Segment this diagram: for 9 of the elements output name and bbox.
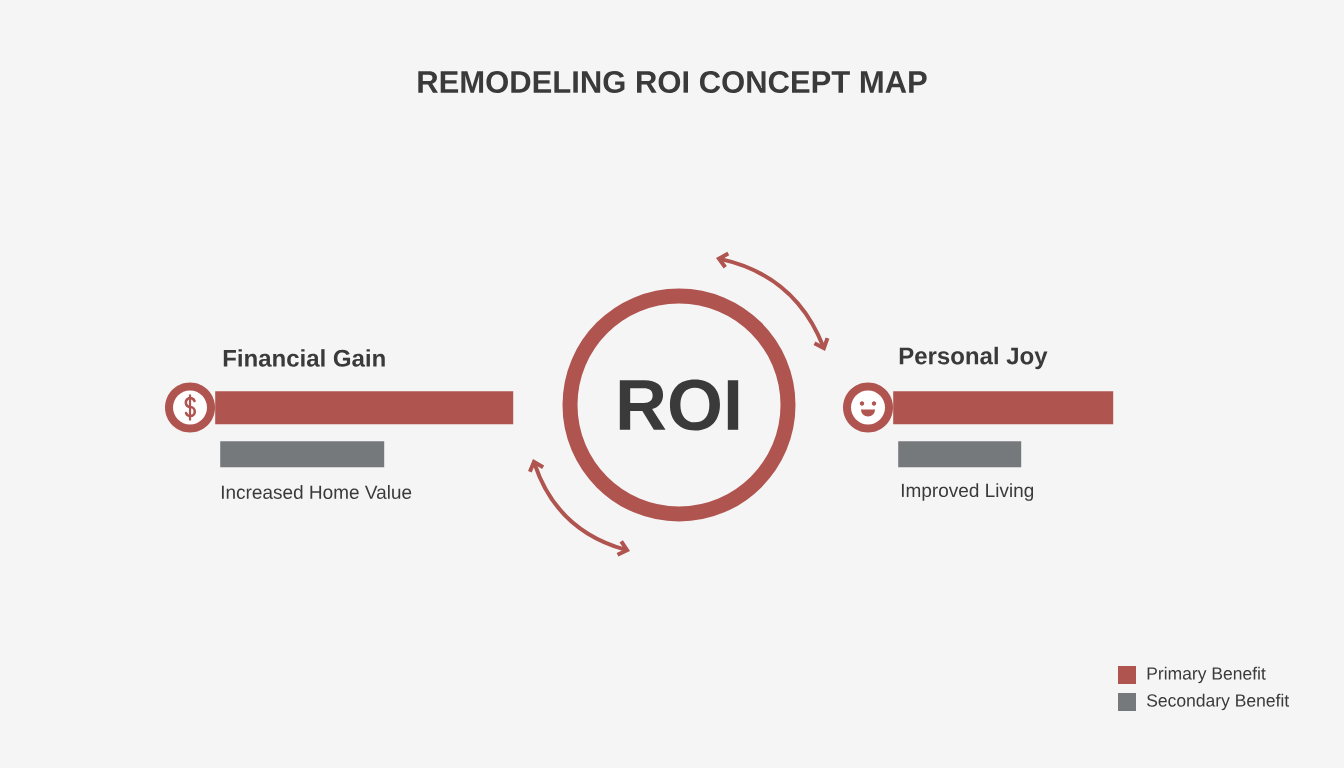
benefit-bar	[898, 441, 1022, 468]
legend-label: Secondary Benefit	[1147, 693, 1290, 711]
benefit-bar	[220, 441, 385, 468]
bar-label: Increased Home Value	[221, 485, 412, 499]
heading: Personal Joy	[899, 346, 1048, 370]
heading: Financial Gain	[223, 349, 385, 367]
bar-label: Improved Living	[901, 483, 1034, 501]
legend-label: Primary Benefit	[1147, 666, 1266, 684]
title: REMODELING ROI CONCEPT MAP	[418, 71, 927, 93]
